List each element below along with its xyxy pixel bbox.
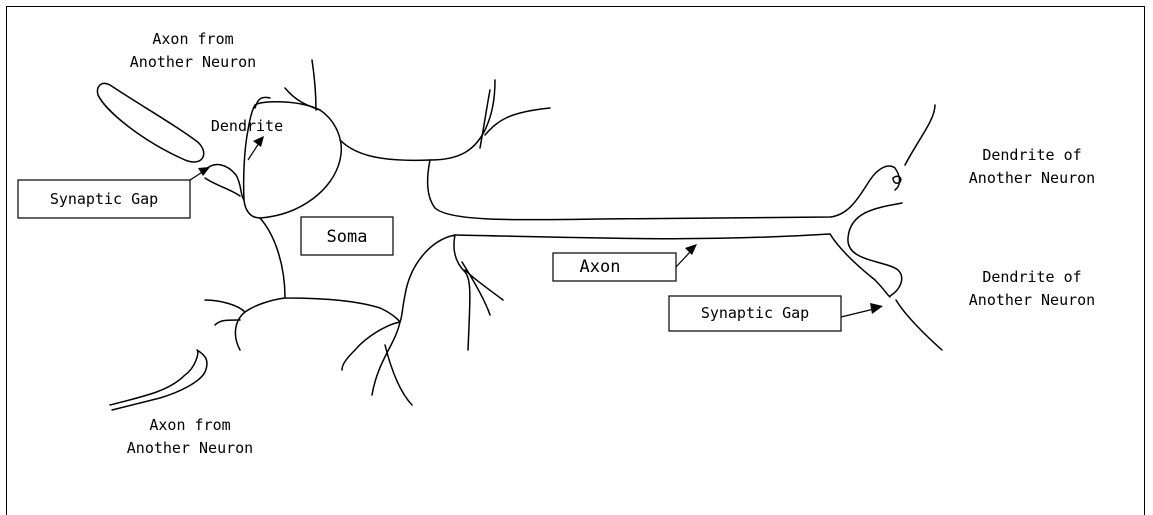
synaptic-gap-right-box	[668, 295, 842, 332]
dendrite-arrow	[247, 142, 260, 161]
label-dendrite-of-bottom-1: Dendrite of	[982, 268, 1081, 286]
label-soma: Soma	[327, 227, 368, 247]
soma-to-axon-hillock	[339, 139, 431, 162]
dendrite-of-another-neuron-bottom	[895, 299, 943, 351]
soma-box	[300, 216, 394, 256]
label-axon-from-bottom-1: Axon from	[149, 416, 230, 434]
diagram-frame	[6, 6, 1145, 515]
synaptic-gap-left-arrowhead	[198, 167, 210, 176]
lower-branch	[259, 217, 401, 323]
axon-upper-edge	[426, 159, 901, 221]
axon-arrowhead	[685, 244, 697, 255]
label-dendrite-of-bottom-2: Another Neuron	[969, 291, 1095, 309]
label-axon-from-top-1: Axon from	[152, 30, 233, 48]
dendrite-of-another-neuron-top	[904, 104, 936, 166]
label-axon-from-bottom-2: Another Neuron	[127, 439, 253, 457]
axon-collaterals	[341, 234, 504, 406]
axon-terminal-bulb	[847, 202, 903, 297]
axon-terminal-knob	[892, 175, 902, 184]
synaptic-gap-left-box	[17, 179, 191, 219]
label-synaptic-gap-left: Synaptic Gap	[50, 190, 158, 208]
label-synaptic-gap-right: Synaptic Gap	[701, 304, 809, 322]
label-dendrite: Dendrite	[211, 117, 283, 135]
dendrite-synapse-left	[204, 163, 245, 201]
synaptic-gap-right-arrowhead	[870, 303, 883, 314]
axon-from-another-neuron-top	[96, 82, 205, 163]
upper-axon-dendrites	[429, 79, 551, 161]
axon-from-another-neuron-bottom	[109, 349, 208, 411]
synaptic-gap-right-arrow	[840, 308, 875, 318]
soma-body	[242, 100, 342, 219]
label-axon-from-top-2: Another Neuron	[130, 53, 256, 71]
axon-lower-edge	[454, 233, 831, 240]
axon-box	[552, 252, 677, 282]
axon-lower-to-terminal	[829, 233, 891, 298]
axon-arrow	[675, 251, 691, 268]
label-axon: Axon	[580, 257, 621, 277]
lower-left-dendrites	[204, 297, 286, 351]
dendrite-arrowhead	[253, 136, 264, 147]
label-dendrite-of-top-1: Dendrite of	[982, 146, 1081, 164]
label-dendrite-of-top-2: Another Neuron	[969, 169, 1095, 187]
